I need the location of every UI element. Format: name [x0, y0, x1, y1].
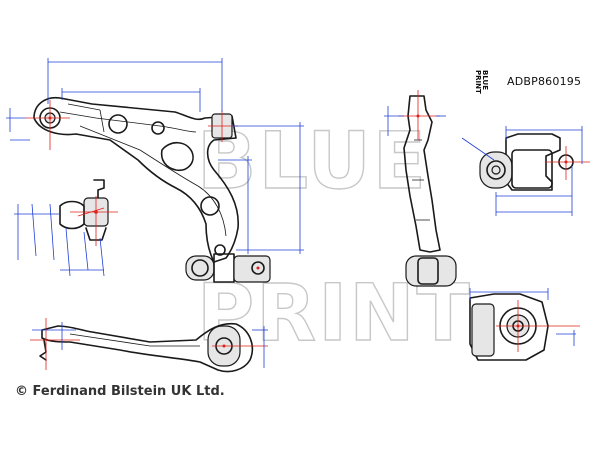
dimension-lines-ball-joint: [14, 203, 105, 277]
brand-logo-line-2: PRINT: [474, 70, 482, 94]
dimension-lines-side-view: [32, 322, 268, 368]
copyright-notice: © Ferdinand Bilstein UK Ltd.: [15, 384, 225, 399]
control-arm-front-view: [398, 90, 457, 287]
dimension-lines-end-view: [469, 288, 576, 346]
dimension-lines-front-view: [384, 106, 446, 136]
brand-logo: BLUE PRINT: [474, 70, 489, 94]
bushing-detail: [479, 133, 590, 191]
control-arm-side-view: [30, 318, 268, 373]
brand-logo-line-1: BLUE: [481, 70, 489, 91]
ball-joint-detail: [59, 179, 118, 246]
bushing-end-view: [469, 293, 580, 361]
control-arm-top-view: [26, 96, 271, 283]
rear-bushing: [185, 253, 271, 283]
part-number: ADBP860195: [507, 75, 582, 88]
dimension-lines-main: [6, 58, 304, 254]
dimension-lines-bushing: [461, 126, 583, 216]
